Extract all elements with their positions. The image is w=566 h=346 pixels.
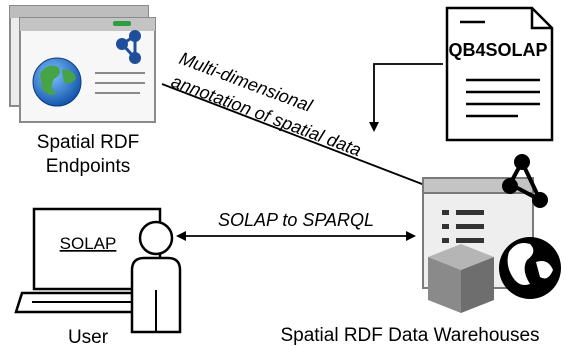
rdf-graph-icon	[502, 154, 548, 208]
document-icon	[445, 6, 554, 142]
globe-icon	[32, 57, 82, 107]
endpoints-node: Spatial RDF Endpoints	[9, 5, 156, 177]
rdf-graph-icon	[116, 30, 141, 64]
globe-icon	[499, 237, 561, 299]
person-icon	[130, 220, 182, 334]
cube-icon	[428, 244, 494, 313]
computer-icon	[14, 207, 162, 314]
user-node: SOLAP User	[14, 207, 182, 346]
annotation-edge	[161, 83, 450, 196]
warehouses-label: Spatial RDF Data Warehouses	[280, 325, 539, 346]
vocabulary-doc-title: QB4SOLAP	[448, 40, 547, 60]
warehouses-node: Spatial RDF Data Warehouses	[280, 154, 561, 346]
endpoints-label-line1: Spatial RDF	[37, 132, 139, 153]
vocabulary-node: QB4SOLAP	[445, 6, 554, 142]
browser-window-icon	[9, 5, 156, 123]
user-screen-text: SOLAP	[60, 234, 117, 253]
list-icon	[442, 210, 484, 243]
user-label: User	[68, 327, 109, 346]
vocabulary-edge	[369, 63, 443, 132]
query-edge-label: SOLAP to SPARQL	[218, 210, 374, 230]
endpoints-label-line2: Endpoints	[46, 156, 131, 177]
